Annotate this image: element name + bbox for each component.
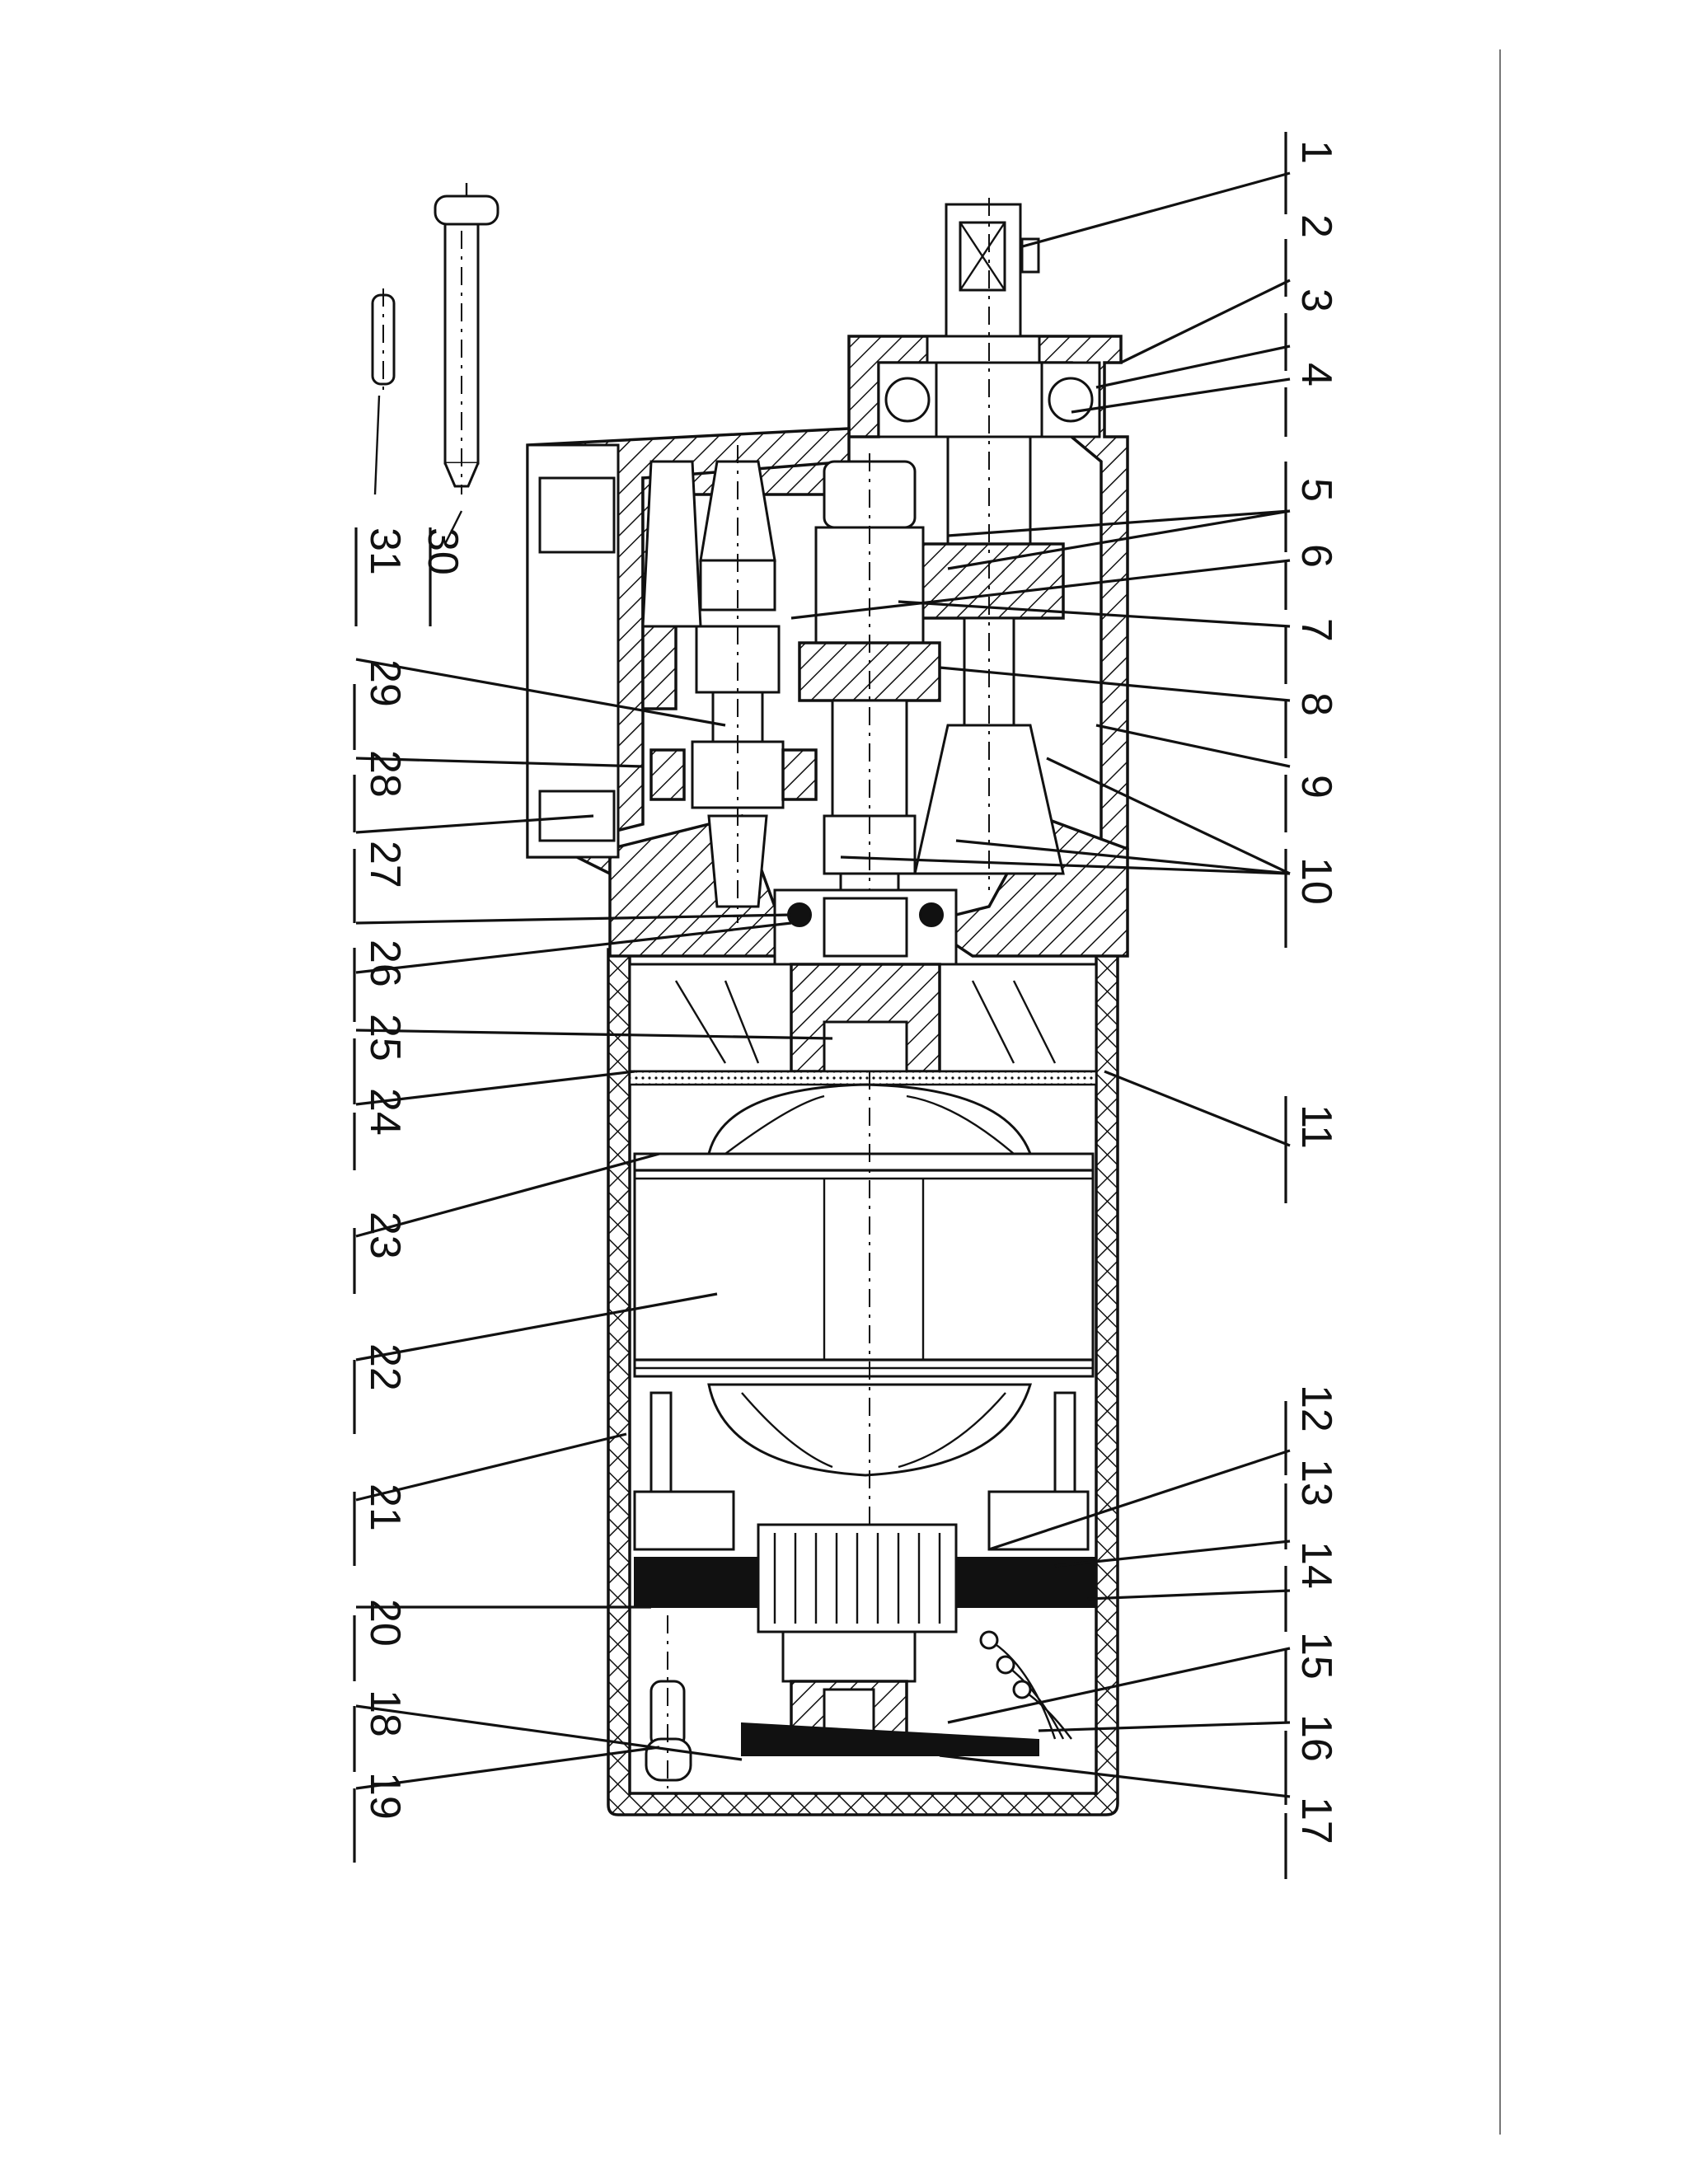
callout-labels: 1 2 3 4 5 6 7 8 9 10 11 12 13 14 15 16 1… (361, 140, 1340, 1844)
callout-8: 8 (1292, 692, 1340, 716)
callout-18: 18 (361, 1690, 409, 1737)
fan (628, 963, 1098, 1086)
callout-17: 17 (1292, 1797, 1340, 1844)
callout-16: 16 (1292, 1714, 1340, 1762)
callout-12: 12 (1292, 1385, 1340, 1432)
intermediate-shaft (798, 453, 941, 989)
output-spindle (877, 198, 1101, 890)
callout-13: 13 (1292, 1459, 1340, 1507)
callout-1: 1 (1292, 140, 1340, 164)
commutator-brushes (633, 1490, 1097, 1788)
callout-30: 30 (419, 527, 467, 575)
callout-23: 23 (361, 1212, 409, 1259)
callout-20: 20 (361, 1599, 409, 1647)
left-gear-shaft (641, 445, 818, 923)
leader-lines (355, 171, 1291, 1798)
callout-19: 19 (361, 1772, 409, 1820)
callout-6: 6 (1292, 544, 1340, 568)
callout-14: 14 (1292, 1541, 1340, 1589)
callout-26: 26 (361, 940, 409, 987)
callout-27: 27 (361, 841, 409, 888)
callout-21: 21 (361, 1483, 409, 1531)
label-underlines (353, 132, 1287, 1879)
callout-4: 4 (1292, 363, 1340, 387)
pin-part-31 (371, 288, 396, 392)
callout-29: 29 (361, 659, 409, 707)
callout-24: 24 (361, 1088, 409, 1136)
callout-3: 3 (1292, 288, 1340, 312)
screw-part-30 (434, 183, 499, 494)
armature (633, 1071, 1095, 1731)
callout-2: 2 (1292, 214, 1340, 238)
callout-10: 10 (1292, 857, 1340, 905)
callout-25: 25 (361, 1014, 409, 1062)
callout-7: 7 (1292, 618, 1340, 642)
callout-15: 15 (1292, 1632, 1340, 1680)
callout-31: 31 (361, 527, 409, 575)
callout-9: 9 (1292, 775, 1340, 799)
callout-22: 22 (361, 1343, 409, 1391)
callout-11: 11 (1292, 1104, 1340, 1149)
callout-28: 28 (361, 750, 409, 798)
armature-bearing (773, 888, 958, 966)
callout-5: 5 (1292, 478, 1340, 502)
